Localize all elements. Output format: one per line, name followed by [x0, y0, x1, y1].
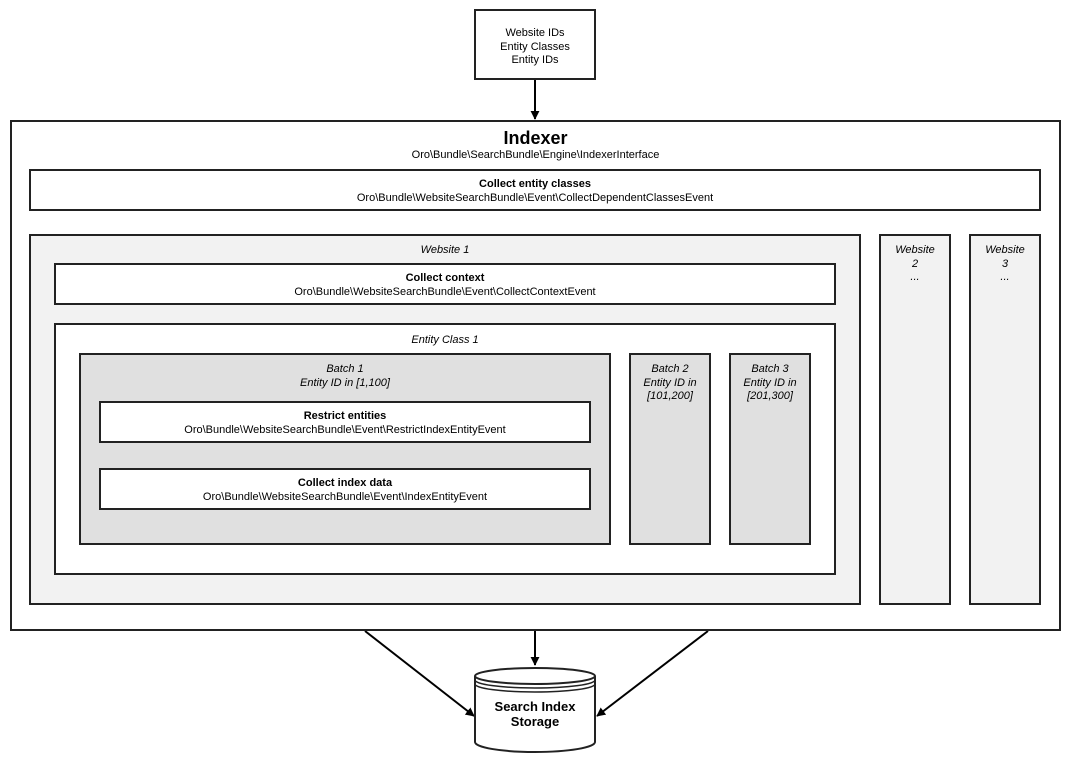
batch1-title: Batch 1 [326, 363, 364, 375]
collect-context-event: Oro\Bundle\WebsiteSearchBundle\Event\Col… [294, 286, 596, 298]
restrict-entities-event: Oro\Bundle\WebsiteSearchBundle\Event\Res… [184, 424, 506, 436]
collect-index-data-event: Oro\Bundle\WebsiteSearchBundle\Event\Ind… [202, 491, 488, 503]
input-box: Website IDs Entity Classes Entity IDs [474, 9, 596, 80]
batch2-box: Batch 2 Entity ID in [101,200] [629, 353, 711, 545]
website1-title: Website 1 [420, 244, 470, 256]
collect-entity-classes-event: Oro\Bundle\WebsiteSearchBundle\Event\Col… [356, 192, 714, 204]
website3-label: Website 3 ... [985, 244, 1025, 283]
indexer-title: Indexer [503, 128, 568, 148]
batch1-range: Entity ID in [1,100] [300, 377, 390, 389]
collect-context-box: Collect context Oro\Bundle\WebsiteSearch… [54, 263, 836, 305]
database-icon [474, 667, 596, 753]
indexer-interface: Oro\Bundle\SearchBundle\Engine\IndexerIn… [411, 149, 660, 161]
batch3-box: Batch 3 Entity ID in [201,300] [729, 353, 811, 545]
collect-index-data-box: Collect index data Oro\Bundle\WebsiteSea… [99, 468, 591, 510]
batch3-label: Batch 3 Entity ID in [201,300] [743, 363, 797, 402]
collect-entity-classes-title: Collect entity classes [479, 178, 591, 190]
storage-label: Search Index Storage [494, 699, 576, 729]
indexer-to-storage-right-arrow [596, 630, 709, 717]
batch1-box: Batch 1 Entity ID in [1,100] [79, 353, 611, 545]
search-index-storage: Search Index Storage [474, 666, 596, 754]
collect-context-title: Collect context [405, 272, 485, 284]
website2-box: Website 2 ... [879, 234, 951, 605]
collect-index-data-title: Collect index data [297, 477, 393, 489]
website3-box: Website 3 ... [969, 234, 1041, 605]
restrict-entities-box: Restrict entities Oro\Bundle\WebsiteSear… [99, 401, 591, 443]
indexer-to-storage-left-arrow [364, 630, 475, 717]
batch2-label: Batch 2 Entity ID in [101,200] [643, 363, 697, 402]
input-lines: Website IDs Entity Classes Entity IDs [500, 27, 570, 66]
collect-entity-classes-box: Collect entity classes Oro\Bundle\Websit… [29, 169, 1041, 211]
restrict-entities-title: Restrict entities [303, 410, 387, 422]
website2-label: Website 2 ... [895, 244, 935, 283]
entity-class1-title: Entity Class 1 [411, 334, 479, 346]
